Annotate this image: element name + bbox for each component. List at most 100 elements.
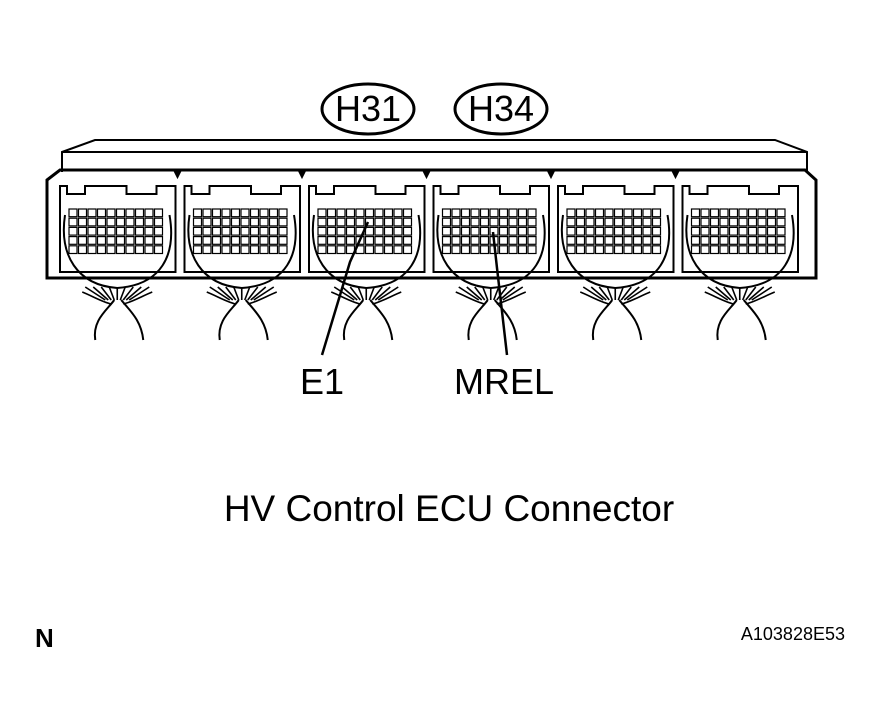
pin-cavity (202, 217, 212, 227)
harness-strand (108, 286, 115, 301)
pin-cavity (68, 208, 78, 218)
pin-cavity (77, 217, 88, 227)
pin-cavity (508, 226, 518, 236)
pin-cavity (738, 236, 748, 245)
pin-cavity (757, 208, 767, 218)
diagram-caption: HV Control ECU Connector (224, 488, 674, 529)
callout-e1: E1 (300, 361, 344, 402)
pin-cavity (508, 217, 518, 227)
pin-cavity (125, 226, 135, 236)
pin-cavity (68, 245, 78, 255)
pin-cavity (642, 226, 652, 236)
harness-wire (342, 299, 365, 341)
pin-cavity (585, 226, 595, 236)
harness-strand (579, 291, 610, 305)
pin-cavity (776, 226, 786, 236)
pin-cavity (613, 226, 624, 236)
pin-cavity (747, 236, 758, 245)
connector-module (432, 185, 550, 341)
pin-cavity (719, 245, 729, 255)
pin-cavity (700, 226, 710, 236)
harness-strand (704, 291, 734, 305)
badge-h34-outline (453, 82, 549, 136)
harness-strand (620, 286, 632, 301)
wire-harness (579, 286, 651, 341)
pin-cavity (106, 236, 116, 245)
pin-cavity (776, 217, 786, 227)
pin-cavity (326, 226, 337, 236)
harness-strand (341, 286, 358, 301)
pin-cavity (651, 208, 662, 218)
pin-cavity (604, 236, 614, 245)
pin-cavity (594, 226, 605, 236)
pin-cavity (441, 208, 452, 218)
pin-cavity (240, 236, 250, 245)
pin-cavity (651, 226, 662, 236)
harness-strand (723, 286, 735, 301)
pin-cavity (776, 245, 786, 255)
pin-cavity (632, 245, 643, 255)
harness-strand (330, 291, 361, 305)
pin-cavity (566, 217, 576, 227)
pin-cavity (498, 226, 509, 236)
pin-cavity (700, 245, 710, 255)
pin-cavity (96, 236, 107, 245)
pin-cavity (719, 236, 729, 245)
pin-cavity (96, 226, 107, 236)
pin-cavity (690, 236, 701, 245)
connector-module (308, 185, 426, 341)
pin-grid (68, 208, 164, 255)
harness-strand (84, 286, 106, 301)
pin-cavity (336, 245, 346, 255)
bracket-tick (298, 171, 306, 180)
harness-wire (618, 299, 643, 341)
pin-cavity (709, 208, 720, 218)
pin-cavity (585, 217, 595, 227)
pin-cavity (632, 208, 643, 218)
pin-cavity (192, 226, 203, 236)
pin-cavity (460, 245, 471, 255)
pin-cavity (77, 245, 88, 255)
pin-cavity (87, 245, 97, 255)
pin-cavity (479, 208, 490, 218)
harness-strand (623, 286, 640, 301)
pin-cavity (451, 217, 461, 227)
pin-cavity (202, 226, 212, 236)
pin-cavity (776, 236, 786, 245)
pin-cavity (326, 208, 337, 218)
pin-cavity (336, 236, 346, 245)
pin-cavity (202, 236, 212, 245)
pin-cavity (517, 226, 528, 236)
pin-cavity (336, 226, 346, 236)
harness-strand (493, 286, 500, 301)
pin-cavity (240, 217, 250, 227)
pin-cavity (393, 226, 403, 236)
pin-cavity (575, 208, 586, 218)
pin-cavity (192, 245, 203, 255)
pin-cavity (709, 245, 720, 255)
pin-cavity (326, 245, 337, 255)
pin-cavity (278, 236, 288, 245)
pin-cavity (374, 226, 384, 236)
harness-strand (128, 286, 150, 301)
pin-cavity (393, 236, 403, 245)
harness-strand (742, 286, 749, 301)
harness-wire (716, 299, 738, 341)
pin-cavity (517, 245, 528, 255)
pin-cavity (623, 226, 633, 236)
pin-cavity (451, 208, 461, 218)
harness-wire (244, 299, 269, 341)
pin-cavity (651, 245, 662, 255)
badge-h34-label: H34 (468, 88, 534, 129)
pin-cavity (249, 236, 260, 245)
pin-cavity (508, 236, 518, 245)
pin-cavity (106, 226, 116, 236)
harness-strand (357, 286, 364, 301)
pin-cavity (757, 236, 767, 245)
pin-cavity (202, 208, 212, 218)
pin-cavity (719, 217, 729, 227)
connector-module (557, 185, 675, 341)
pin-cavity (594, 245, 605, 255)
pin-grid (566, 208, 662, 255)
pin-cavity (192, 217, 203, 227)
